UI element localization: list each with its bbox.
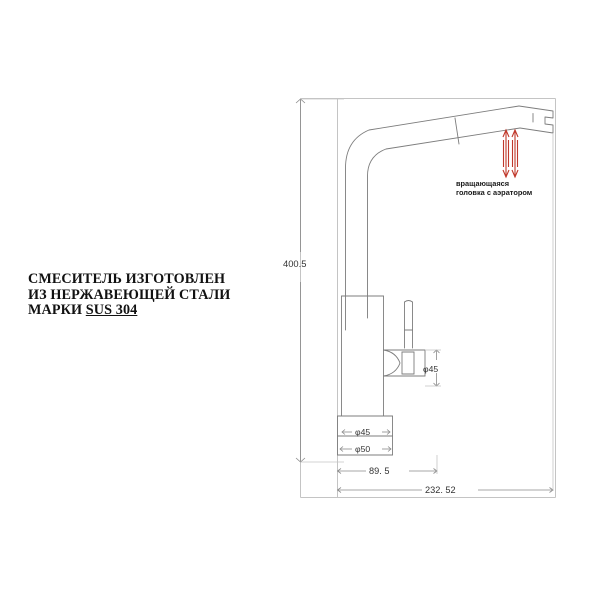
spec-line-2: ИЗ НЕРЖАВЕЮЩЕЙ СТАЛИ [28, 286, 231, 303]
aerator-callout-text: вращающаяся головка с аэратором [456, 179, 576, 198]
spec-material-grade: SUS 304 [85, 302, 138, 319]
callout-line-1: вращающаяся [456, 179, 510, 188]
spec-line-3-prefix: МАРКИ [28, 302, 86, 319]
dimension-base-89 [336, 455, 438, 474]
dimension-phi50-base [339, 446, 392, 452]
dimension-reach-232 [336, 133, 554, 493]
dimension-label-base-inner-diameter: φ45 [355, 427, 371, 437]
dimension-phi45-base [341, 429, 391, 435]
dimension-label-base-depth: 89. 5 [369, 466, 390, 476]
dimension-label-height: 400.5 [283, 258, 307, 269]
dimension-label-spout-diameter: φ45 [423, 364, 439, 374]
faucet-body-outline [337, 105, 554, 456]
dimension-phi45-cartridge [425, 349, 441, 387]
dimension-height-400 [295, 98, 344, 463]
dimension-label-overall-reach: 232. 52 [425, 485, 456, 495]
dimension-label-base-outer-diameter: φ50 [355, 444, 371, 454]
material-spec-text: СМЕСИТЕЛЬ ИЗГОТОВЛЕН ИЗ НЕРЖАВЕЮЩЕЙ СТАЛ… [28, 271, 243, 319]
callout-line-2: головка с аэратором [456, 187, 533, 197]
spec-line-1: СМЕСИТЕЛЬ ИЗГОТОВЛЕН [28, 271, 226, 287]
rotation-arrows-icon [502, 128, 519, 179]
spec-line-3: МАРКИ SUS 304 [28, 302, 243, 319]
